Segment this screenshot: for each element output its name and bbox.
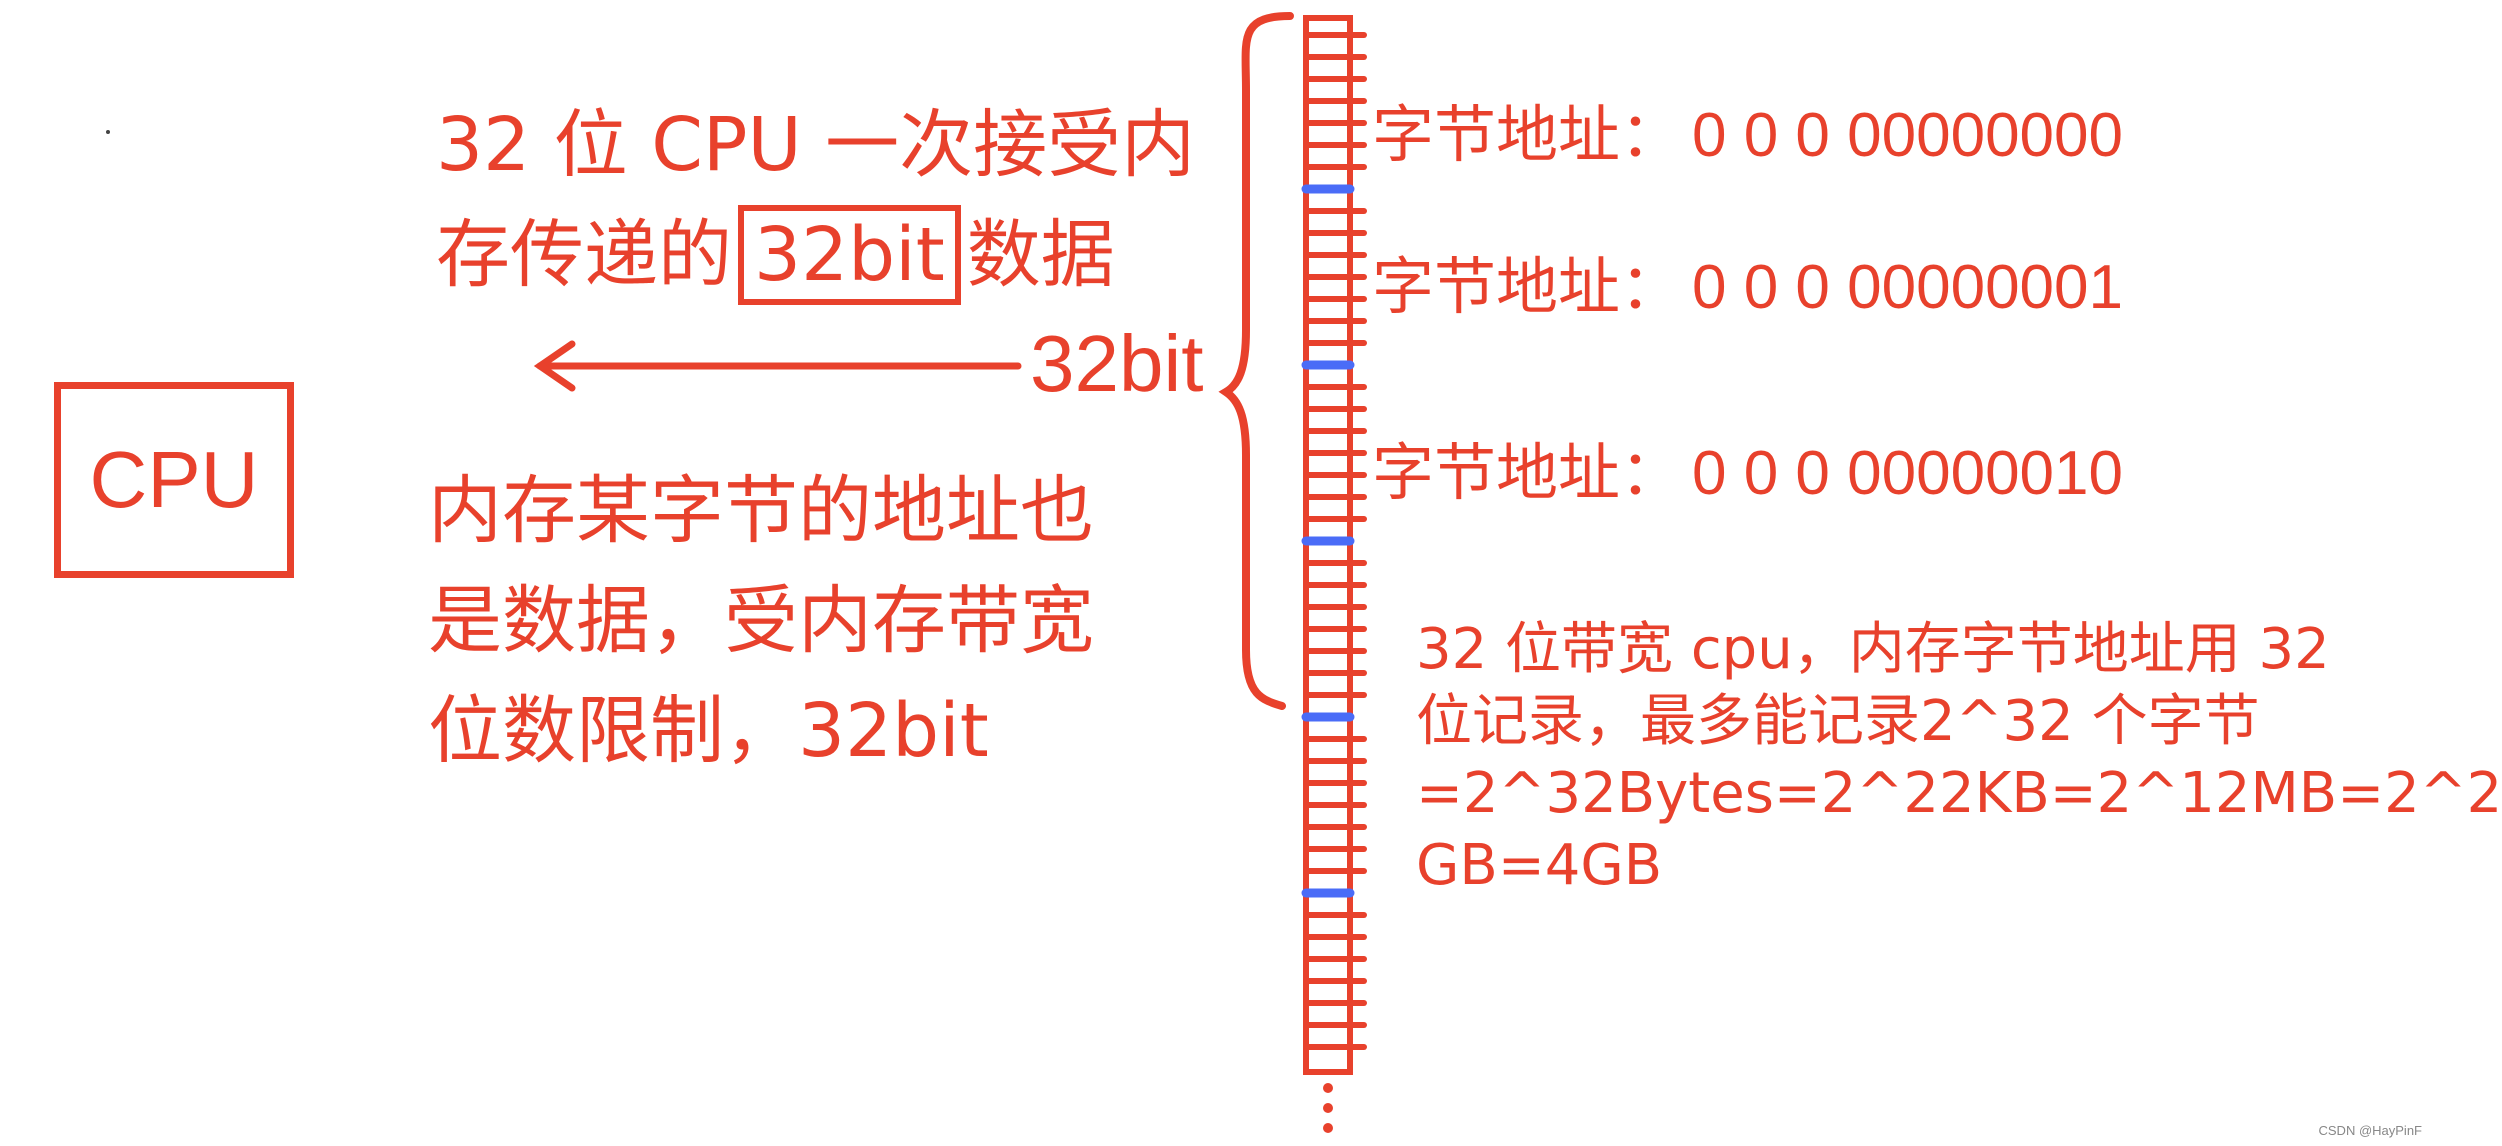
address-desc-line1: 内存某字节的地址也 — [428, 468, 1094, 554]
cpu-label: CPU — [89, 435, 259, 524]
memory-strip-rungs — [1301, 32, 1367, 1050]
cpu-box: CPU — [54, 382, 294, 578]
curly-brace-icon — [1218, 12, 1294, 710]
watermark: CSDN @HayPinF — [2318, 1123, 2423, 1138]
byte-address-value: 0 0 0 00000000 — [1692, 101, 2123, 170]
bandwidth-note: 32 位带宽 cpu，内存字节地址用 32 位记录，最多能记录2^32 个字节 … — [1416, 614, 2502, 902]
stray-dot — [106, 130, 110, 134]
byte-address-value: 0 0 0 00000010 — [1692, 439, 2123, 508]
note-line1: 32 位带宽 cpu，内存字节地址用 32 — [1416, 617, 2330, 682]
byte-address-label: 字节地址： — [1372, 98, 1683, 171]
byte-address-2: 字节地址：0 0 0 00000010 — [1372, 422, 2123, 512]
byte-address-0: 字节地址：0 0 0 00000000 — [1372, 84, 2123, 174]
continuation-dots-icon — [1323, 1083, 1333, 1133]
byte-address-1: 字节地址：0 0 0 00000001 — [1372, 236, 2123, 326]
boxed-32bit: 32bit — [738, 205, 961, 305]
arrow-label: 32bit — [1030, 319, 1204, 408]
diagram-graphics — [533, 12, 1367, 1133]
cpu-desc-line2-suffix: 数据 — [966, 212, 1115, 298]
cpu-desc-line1: 32 位 CPU 一次接受内 — [436, 102, 1196, 188]
note-line4: GB=4GB — [1416, 833, 1663, 898]
address-desc-line3: 位数限制，32bit — [428, 688, 989, 774]
byte-address-label: 字节地址： — [1372, 250, 1683, 323]
note-line3: =2^32Bytes=2^22KB=2^12MB=2^2 — [1416, 761, 2502, 826]
address-desc-line2: 是数据，受内存带宽 — [428, 578, 1094, 664]
byte-address-label: 字节地址： — [1372, 436, 1683, 509]
byte-address-value: 0 0 0 00000001 — [1692, 253, 2123, 322]
data-arrow — [533, 340, 1022, 392]
cpu-desc-line2-prefix: 存传递的 — [436, 212, 732, 298]
arrow-head-icon — [533, 340, 576, 392]
note-line2: 位记录，最多能记录2^32 个字节 — [1416, 689, 2260, 754]
